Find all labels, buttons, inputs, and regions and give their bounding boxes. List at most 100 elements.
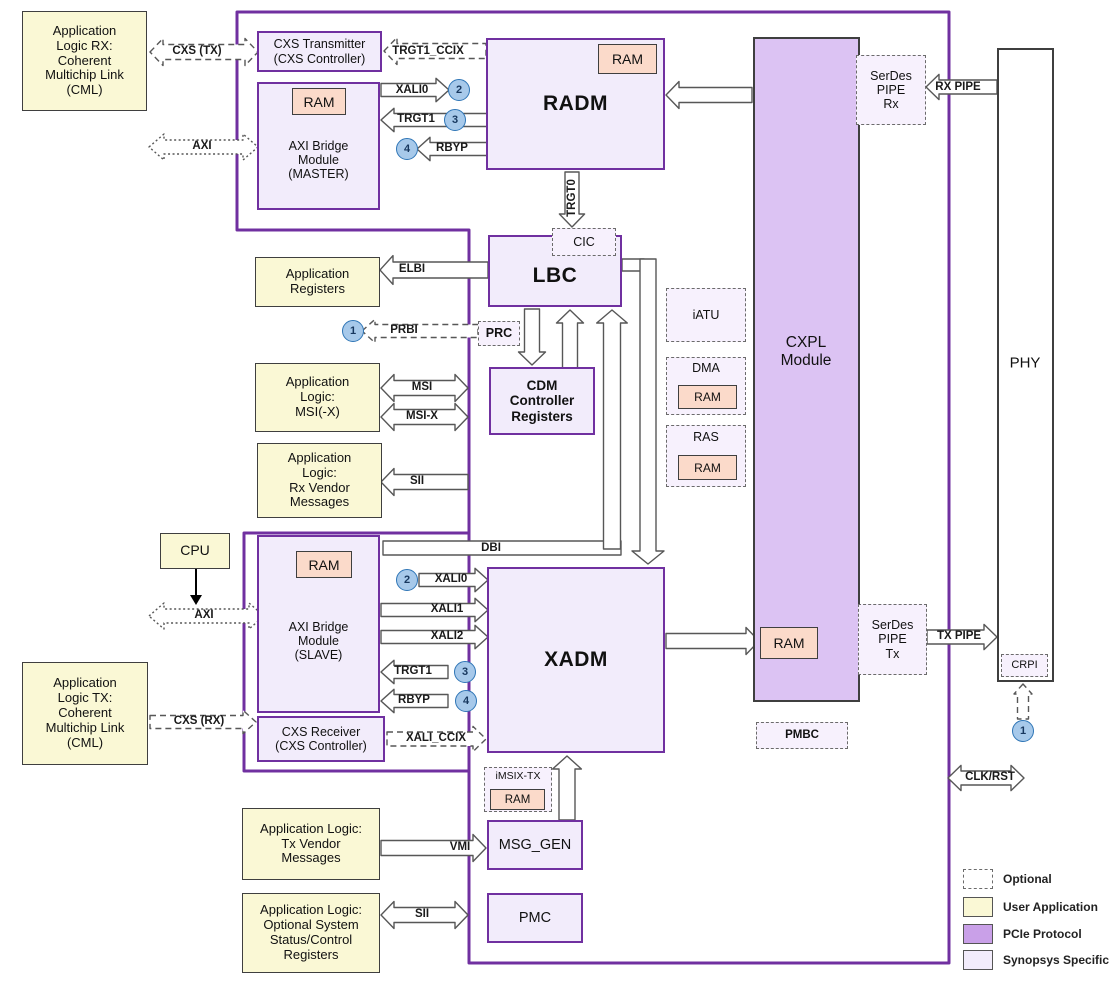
crpi-block: CRPI bbox=[1001, 654, 1048, 677]
signal-cxs-tx: CXS (TX) bbox=[172, 45, 222, 57]
signal-axi-bot: AXI bbox=[194, 609, 214, 621]
legend-item-optional: Optional bbox=[963, 869, 1052, 889]
axi-bridge-slave-ram: RAM bbox=[296, 551, 352, 578]
legend-label-optional: Optional bbox=[1003, 872, 1052, 886]
iatu-block: iATU bbox=[666, 288, 746, 342]
axi-bridge-slave-label: AXI Bridge Module (SLAVE) bbox=[288, 619, 349, 663]
ras-label: RAS bbox=[693, 430, 719, 444]
legend-label-user-application: User Application bbox=[1003, 900, 1098, 914]
arrow-vmi bbox=[380, 833, 487, 863]
cpu-block: CPU bbox=[160, 533, 230, 569]
arrow-msggen-to-xadm bbox=[551, 755, 583, 821]
signal-msi-x: MSI-X bbox=[406, 410, 438, 422]
legend-item-pcie-protocol: PCIe Protocol bbox=[963, 924, 1082, 944]
arrow-lbc-to-xadm bbox=[631, 258, 665, 565]
legend-swatch-user-application bbox=[963, 897, 993, 917]
arrow-dbi-shaft bbox=[382, 540, 622, 556]
signal-xali1: XALI1 bbox=[430, 603, 464, 615]
arrow-prbi bbox=[361, 318, 479, 344]
arrow-msi-x bbox=[380, 402, 469, 432]
legend-swatch-optional bbox=[963, 869, 993, 889]
pmbc-block: PMBC bbox=[756, 722, 848, 749]
prc-label: PRC bbox=[485, 326, 513, 341]
signal-elbi: ELBI bbox=[398, 263, 426, 275]
serdes-pipe-rx-block: SerDes PIPE Rx bbox=[856, 55, 926, 125]
cic-block: CIC bbox=[552, 228, 616, 256]
note-4-bot: 4 bbox=[455, 690, 477, 712]
arrow-rbyp-bot bbox=[380, 688, 449, 714]
note-3-bot: 3 bbox=[454, 661, 476, 683]
arrow-msi bbox=[380, 373, 469, 403]
note-1-crpi: 1 bbox=[1012, 720, 1034, 742]
phy-block bbox=[997, 48, 1054, 682]
arrow-sii-bot bbox=[380, 900, 469, 930]
note-2-bot: 2 bbox=[396, 569, 418, 591]
arrow-trgt0 bbox=[558, 171, 586, 228]
app-logic-tx-vendor-block: Application Logic: Tx Vendor Messages bbox=[242, 808, 380, 880]
signal-rbyp-top: RBYP bbox=[436, 142, 468, 154]
arrow-crpi-up bbox=[1013, 683, 1033, 720]
arrow-sii-mid bbox=[380, 467, 469, 497]
arrow-xali-ccix bbox=[386, 725, 487, 753]
note-1-prbi: 1 bbox=[342, 320, 364, 342]
legend-swatch-pcie-protocol bbox=[963, 924, 993, 944]
note-2-top: 2 bbox=[448, 79, 470, 101]
axi-bridge-master-label: AXI Bridge Module (MASTER) bbox=[288, 138, 349, 182]
signal-dbi: DBI bbox=[481, 542, 501, 554]
phy-label: PHY bbox=[1009, 354, 1041, 372]
controller-boundary bbox=[235, 10, 951, 965]
note-4-top: 4 bbox=[396, 138, 418, 160]
cpu-axi-arrow bbox=[190, 569, 202, 605]
signal-cxs-rx: CXS (RX) bbox=[173, 715, 225, 727]
arrow-dbi-to-lbc bbox=[596, 309, 628, 550]
app-logic-tx-cml-block: Application Logic TX: Coherent Multichip… bbox=[22, 662, 148, 765]
pmc-block: PMC bbox=[487, 893, 583, 943]
arrow-xali2 bbox=[380, 624, 489, 650]
cxpl-module-block bbox=[753, 37, 860, 702]
cxs-receiver-block: CXS Receiver (CXS Controller) bbox=[257, 716, 385, 762]
signal-prbi: PRBI bbox=[390, 324, 418, 336]
note-3-top: 3 bbox=[444, 109, 466, 131]
dma-ram: RAM bbox=[678, 385, 737, 409]
axi-bridge-master-ram: RAM bbox=[292, 88, 346, 115]
signal-vmi: VMI bbox=[449, 841, 471, 853]
signal-tx-pipe: TX PIPE bbox=[936, 630, 982, 642]
msg-gen-block: MSG_GEN bbox=[487, 820, 583, 870]
signal-xali2: XALI2 bbox=[430, 630, 464, 642]
arrow-xadm-to-ram bbox=[665, 626, 760, 656]
app-registers-block: Application Registers bbox=[255, 257, 380, 307]
ras-ram: RAM bbox=[678, 455, 737, 480]
app-logic-msi-block: Application Logic: MSI(-X) bbox=[255, 363, 380, 432]
signal-trgt0: TRGT0 bbox=[566, 179, 578, 217]
arrow-trgt1-bot bbox=[380, 659, 449, 685]
serdes-pipe-tx-block: SerDes PIPE Tx bbox=[858, 604, 927, 675]
radm-ram: RAM bbox=[598, 44, 657, 74]
signal-xali-ccix: XALI_CCIX bbox=[405, 732, 467, 744]
signal-clk-rst: CLK/RST bbox=[965, 771, 1015, 783]
legend-item-synopsys-specific: Synopsys Specific bbox=[963, 950, 1109, 970]
arrow-cxs-rx bbox=[149, 709, 257, 735]
signal-rx-pipe: RX PIPE bbox=[935, 81, 981, 93]
imsix-tx-label: iMSIX-TX bbox=[495, 770, 541, 782]
cxpl-module-label: CXPL Module bbox=[780, 334, 832, 369]
signal-msi: MSI bbox=[411, 381, 433, 393]
arrow-tx-pipe bbox=[926, 623, 998, 651]
cxpl-ram: RAM bbox=[760, 627, 818, 659]
signal-xali0-top: XALI0 bbox=[395, 84, 429, 96]
signal-xali0-bot: XALI0 bbox=[434, 573, 468, 585]
dma-label: DMA bbox=[692, 361, 720, 375]
imsix-tx-ram: RAM bbox=[490, 789, 545, 810]
arrow-elbi bbox=[379, 254, 489, 286]
signal-sii-mid: SII bbox=[409, 475, 425, 487]
arrow-cxpl-to-radm bbox=[665, 80, 753, 110]
arrow-xali0-bot bbox=[418, 567, 489, 593]
prc-block: PRC bbox=[478, 321, 520, 346]
arrow-xali1 bbox=[380, 597, 489, 623]
legend-label-pcie-protocol: PCIe Protocol bbox=[1003, 927, 1082, 941]
arrow-clk-rst bbox=[947, 764, 1025, 792]
signal-sii-bot: SII bbox=[414, 908, 430, 920]
signal-trgt1-bot: TRGT1 bbox=[394, 665, 432, 677]
app-logic-sys-ctrl-block: Application Logic: Optional System Statu… bbox=[242, 893, 380, 973]
arrow-lbc-to-cdm bbox=[517, 308, 547, 366]
